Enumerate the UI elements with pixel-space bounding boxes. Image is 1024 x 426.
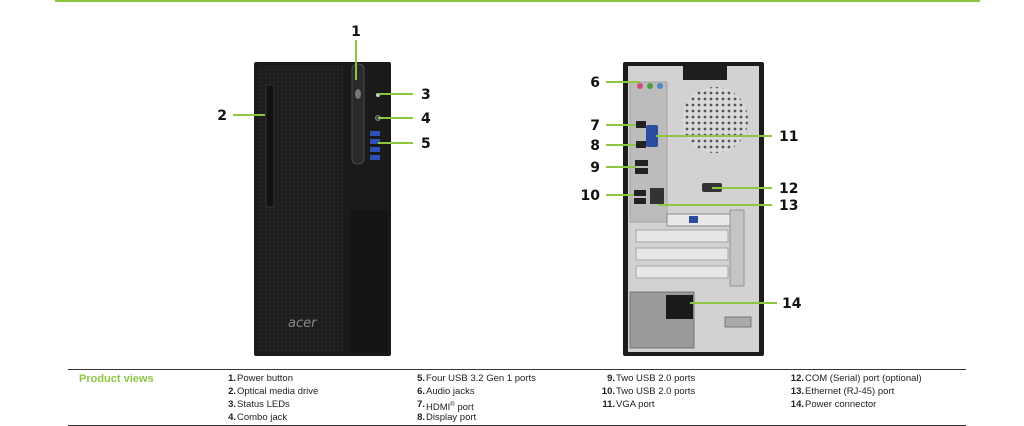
rear-top-latch — [683, 66, 727, 80]
legend-label: VGA port — [616, 399, 655, 410]
legend-label: Audio jacks — [426, 386, 475, 397]
legend-label: Two USB 2.0 ports — [616, 373, 696, 384]
legend-number: 1. — [228, 373, 236, 384]
legend-label: Power button — [237, 373, 293, 384]
hdmi-port-icon — [636, 121, 646, 128]
vga-port-icon — [646, 125, 658, 147]
slot-cover — [635, 229, 729, 243]
slot-cover — [635, 247, 729, 261]
card-vga-port-icon — [689, 216, 698, 223]
legend-number: 2. — [228, 386, 236, 397]
usb2-port-icon — [635, 160, 648, 166]
legend-heading: Product views — [79, 373, 154, 385]
callout-numbers: 1 2 3 4 5 6 7 8 9 10 11 12 13 14 — [217, 24, 801, 312]
legend-label: Two USB 2.0 ports — [616, 386, 696, 397]
callout-9: 9 — [590, 160, 600, 176]
callout-6: 6 — [590, 75, 600, 91]
power-connector-icon — [666, 295, 693, 319]
usb2-port-icon — [634, 198, 646, 204]
legend-label: Display port — [426, 412, 477, 423]
legend-label: Power connector — [805, 399, 877, 410]
audio-jack-icon — [647, 83, 653, 89]
callout-7: 7 — [590, 118, 600, 134]
legend-label: COM (Serial) port (optional) — [805, 373, 922, 384]
legend-number: 3. — [228, 399, 236, 410]
callout-8: 8 — [590, 138, 600, 154]
optical-drive-bay — [265, 84, 275, 208]
rear-view-tower — [623, 62, 764, 356]
leader-lines — [233, 40, 777, 304]
legend-label: Ethernet (RJ-45) port — [805, 386, 895, 397]
audio-jack-icon — [657, 83, 663, 89]
display-port-icon — [636, 141, 646, 148]
expansion-card-ports — [666, 213, 734, 227]
legend-number: 7. — [417, 399, 425, 410]
legend-number: 14. — [790, 399, 804, 410]
legend-number: 13. — [790, 386, 804, 397]
front-lower-panel — [350, 210, 388, 353]
legend-number: 4. — [228, 412, 236, 423]
front-io-strip — [351, 63, 365, 165]
usb2-port-icon — [635, 168, 648, 174]
callout-5: 5 — [421, 136, 431, 152]
lock-slot-icon — [724, 316, 752, 328]
legend-label: Four USB 3.2 Gen 1 ports — [426, 373, 536, 384]
legend-number: 11. — [602, 399, 615, 410]
callout-4: 4 — [421, 111, 431, 127]
legend-label: Status LEDs — [237, 399, 290, 410]
usb-port-icon — [370, 139, 380, 144]
legend-number: 6. — [417, 386, 425, 397]
legend-label-text: HDMI — [426, 402, 451, 414]
top-accent-rule — [55, 0, 980, 2]
callout-13: 13 — [779, 198, 798, 214]
callout-11: 11 — [779, 129, 798, 145]
legend-top-rule — [68, 369, 966, 370]
rear-fan-vent-icon — [682, 87, 748, 153]
acer-logo: acer — [288, 316, 318, 331]
slot-cover — [635, 265, 729, 279]
ethernet-port-icon — [650, 188, 664, 204]
legend-number: 8. — [417, 412, 425, 423]
legend-label: HDMI® port — [426, 399, 474, 414]
usb2-port-icon — [634, 190, 646, 196]
power-button-icon — [355, 89, 361, 99]
product-views-figure: acer — [217, 24, 802, 356]
registered-mark: ® — [450, 402, 455, 408]
callout-14: 14 — [782, 296, 802, 312]
usb-port-icon — [370, 131, 380, 136]
legend-number: 12. — [790, 373, 804, 384]
callout-2: 2 — [217, 108, 227, 124]
legend-label: Combo jack — [237, 412, 288, 423]
usb-port-icon — [370, 147, 380, 152]
legend-label-suffix: port — [454, 402, 474, 414]
callout-12: 12 — [779, 181, 798, 197]
front-view-tower: acer — [254, 62, 391, 356]
audio-jack-icon — [637, 83, 643, 89]
slot-bracket — [729, 209, 745, 287]
legend-number: 9. — [607, 373, 615, 384]
legend-number: 5. — [417, 373, 425, 384]
callout-3: 3 — [421, 87, 431, 103]
legend-number: 10. — [601, 386, 615, 397]
callout-1: 1 — [351, 24, 361, 40]
usb-port-icon — [370, 155, 380, 160]
callout-10: 10 — [581, 188, 601, 204]
legend-label: Optical media drive — [237, 386, 319, 397]
